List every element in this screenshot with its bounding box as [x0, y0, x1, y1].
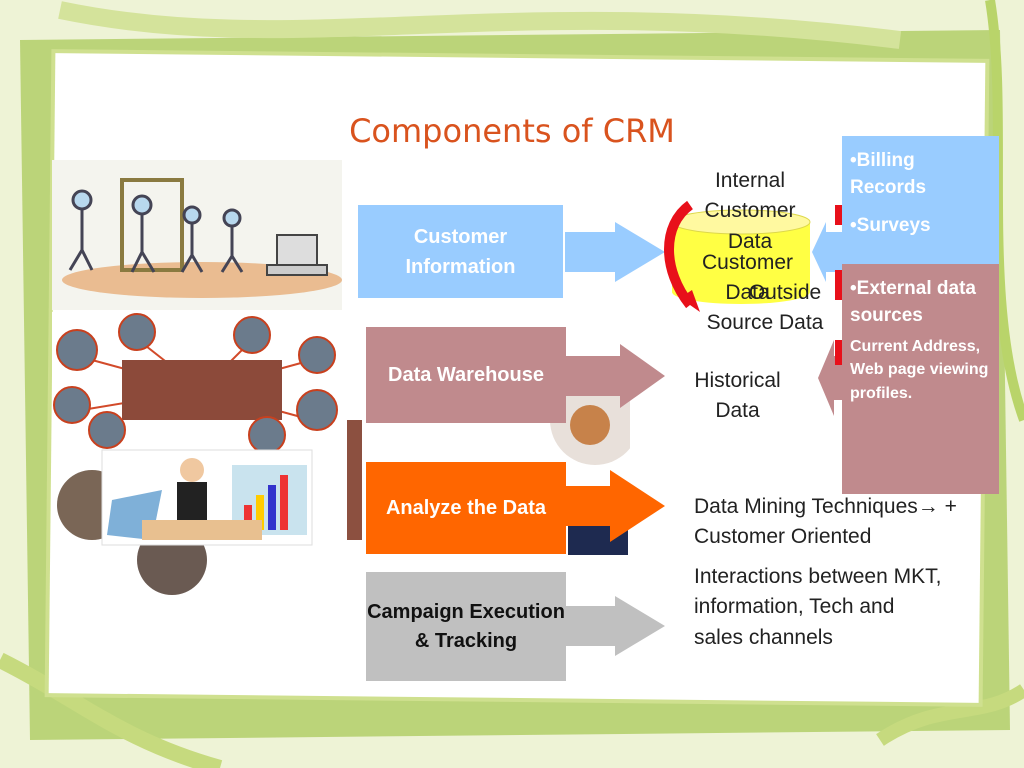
outside-source-data-label: Outside Source Data	[706, 281, 824, 335]
arrow-warehouse-to-historical	[566, 344, 665, 408]
arrow-info-to-db	[565, 222, 665, 282]
arrow-billing-to-db	[812, 222, 842, 282]
network-photos-image	[52, 312, 362, 462]
panel-external-detail: Current Address, Web page viewing profil…	[850, 338, 989, 402]
customer-data-label: Customer Data	[701, 251, 794, 305]
interactions-label: Interactions between MKT, information, T…	[694, 565, 942, 649]
billing-surveys-panel: •Billing Records •Surveys	[842, 136, 999, 264]
external-sources-panel: •External data sources Current Address, …	[842, 264, 999, 494]
slide-title: Components of CRM	[349, 112, 675, 150]
panel-item-external: •External data sources	[850, 278, 976, 326]
customer-information-box: Customer Information	[358, 205, 563, 298]
data-mining-label: Data Mining Techniques→ + Customer Orien…	[694, 495, 957, 549]
presenter-image	[52, 449, 362, 610]
analyze-data-box: Analyze the Data	[366, 462, 566, 554]
building-photo-edge	[347, 420, 362, 540]
campaign-execution-box: Campaign Execution & Tracking	[366, 572, 566, 681]
internal-customer-data-label: Internal Customer Data	[704, 169, 796, 253]
sketch-people-image	[52, 160, 342, 310]
historical-data-label: Historical Data	[694, 369, 781, 423]
panel-item-billing: •Billing Records	[850, 150, 927, 198]
background-photos	[550, 380, 630, 555]
arrow-campaign-to-interactions	[566, 596, 665, 656]
illustrations	[52, 160, 362, 610]
red-curved-arrow-left	[664, 200, 694, 309]
arrow-analyze-to-mining	[566, 470, 665, 542]
database-cylinder	[671, 209, 811, 304]
panel-item-surveys: •Surveys	[850, 215, 931, 237]
data-warehouse-box: Data Warehouse	[366, 327, 566, 423]
